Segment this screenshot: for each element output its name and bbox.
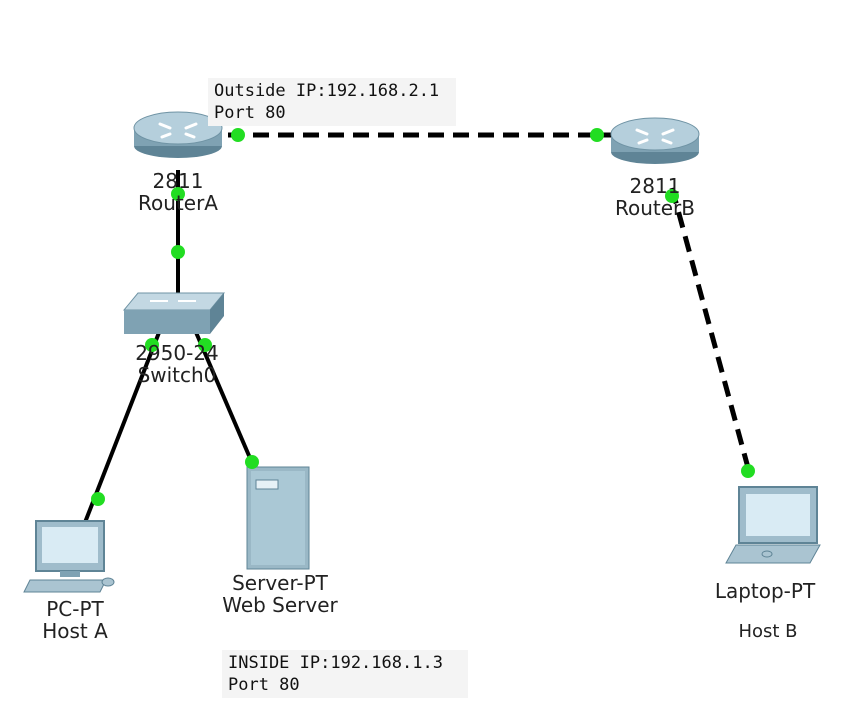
router-b-icon[interactable] [610,117,700,164]
inside-port-text: Port 80 [228,675,300,695]
pc-host-a-icon[interactable] [23,520,115,593]
status-dot [665,189,679,203]
status-dot [231,128,245,142]
web-server-model: Server-PT [232,571,328,595]
status-dot [145,338,159,352]
status-dot [171,245,185,259]
status-dot [245,455,259,469]
host-b-label: Host B [738,621,798,642]
router-a-model: 2811 [152,169,204,193]
laptop-host-b-icon[interactable] [725,486,821,564]
inside-ip-note: INSIDE IP:192.168.1.3 Port 80 [222,650,468,698]
router-b-name: RouterB [615,196,695,220]
web-server-name: Web Server [222,593,338,617]
outside-port-text: Port 80 [214,103,286,123]
outside-ip-note: Outside IP:192.168.2.1 Port 80 [208,78,456,126]
status-dot [91,492,105,506]
server-icon[interactable] [246,466,310,570]
host-a-label: PC-PT Host A [20,598,130,642]
switch0-model: 2950-24 [135,341,219,365]
switch0-label: 2950-24 Switch0 [114,342,240,386]
router-b-model: 2811 [629,174,681,198]
switch0-icon[interactable] [122,292,226,334]
status-dot [171,187,185,201]
laptop-model-label: Laptop-PT [714,579,816,603]
status-dot [198,338,212,352]
link-switch0-webserver [193,329,255,466]
status-dot [741,464,755,478]
router-a-name: RouterA [138,191,218,215]
link-routerb-hostb [669,187,753,476]
switch0-name: Switch0 [137,363,217,387]
outside-ip-text: Outside IP:192.168.2.1 [214,81,440,101]
router-a-icon[interactable] [133,111,223,158]
host-a-model: PC-PT [46,597,104,621]
link-status-lights [91,128,755,506]
web-server-label: Server-PT Web Server [205,572,355,616]
host-a-name: Host A [42,619,108,643]
status-dot [590,128,604,142]
router-b-label: 2811 RouterB [595,175,715,219]
router-a-label: 2811 RouterA [118,170,238,214]
inside-ip-text: INSIDE IP:192.168.1.3 [228,653,443,673]
